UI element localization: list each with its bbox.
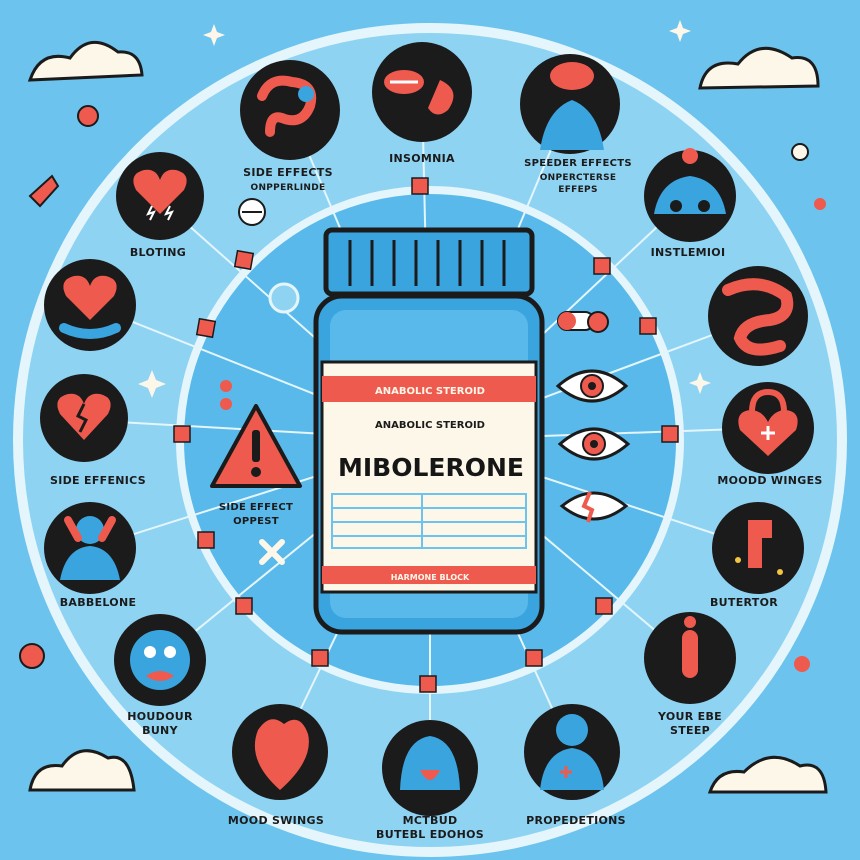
- cloud-bottom-right: [707, 755, 828, 794]
- label-top-right-3: EFFEPS: [558, 185, 597, 195]
- label-left-1: BLOTING: [130, 246, 186, 259]
- label-bottom-right: PROPEDETIONS: [526, 814, 626, 827]
- warning-label-1: SIDE EFFECT: [219, 502, 293, 513]
- eye-icon-2: [557, 427, 631, 461]
- label-right-4-1: YOUR EBE: [657, 710, 722, 723]
- jar-bottom-text: HARMONE BLOCK: [391, 573, 470, 582]
- sad-figure-icon: [524, 704, 620, 800]
- label-left-3: BABBELONE: [60, 596, 137, 609]
- stressed-figure-icon: [44, 502, 136, 594]
- rocket-icon: [28, 174, 60, 208]
- intestine-icon: [708, 266, 808, 366]
- label-right-2: MOODD WINGES: [717, 474, 822, 487]
- label-bottom-center-2: BUTEBL EDOHOS: [376, 828, 484, 841]
- label-left-2: SIDE EFFENICS: [50, 474, 146, 487]
- cloud-bottom-left: [28, 749, 136, 792]
- ring-markers: [173, 177, 679, 693]
- heart-hands-icon: [44, 259, 136, 351]
- label-top-right-1: SPEEDER EFFECTS: [524, 158, 632, 169]
- shape-icon: [712, 502, 804, 594]
- heart-lock-icon: [722, 382, 814, 474]
- medicine-jar: [313, 227, 545, 635]
- decorative-dots: [19, 105, 826, 672]
- heart-icon: [116, 152, 204, 240]
- label-top-left-2: ONPPERLINDE: [251, 183, 326, 193]
- jar-band-text: ANABOLIC STEROID: [375, 386, 485, 397]
- muscle-figure-icon: [644, 148, 736, 242]
- capsule-icon: [557, 311, 609, 333]
- worried-face-icon: [114, 614, 206, 706]
- label-top-center: INSOMNIA: [389, 152, 455, 165]
- label-right-1: INSTLEMIOI: [651, 246, 726, 259]
- label-bottom-left: MOOD SWINGS: [228, 814, 324, 827]
- label-left-4-2: BUNY: [142, 724, 178, 737]
- label-top-left-1: SIDE EFFECTS: [243, 166, 333, 179]
- label-top-right-2: ONPERCTERSE: [540, 173, 617, 183]
- anatomical-heart-icon: [232, 704, 328, 800]
- label-right-4-2: STEEP: [670, 724, 710, 737]
- pill-icon: [372, 42, 472, 142]
- eye-icon-3: [559, 491, 629, 523]
- broken-heart-icon: [40, 374, 128, 462]
- cloud-top-right: [698, 46, 820, 90]
- warning-triangle-icon: [210, 404, 302, 488]
- brain-figure-icon: [520, 54, 620, 154]
- label-left-4-1: HOUDOUR: [127, 710, 193, 723]
- sparkle-icons: [138, 20, 711, 398]
- sad-head-icon: [382, 720, 478, 816]
- label-right-3: BUTERTOR: [710, 596, 778, 609]
- cross-icon: [259, 539, 285, 565]
- stomach-icon: [240, 60, 340, 160]
- label-bottom-center-1: MCTBUD: [403, 814, 458, 827]
- round-pill-icon: [238, 198, 300, 314]
- cloud-top-left: [27, 41, 144, 82]
- jar-brand-name: MIBOLERONE: [338, 453, 524, 482]
- warning-label-2: OPPEST: [233, 516, 279, 527]
- exclamation-icon: [644, 612, 736, 704]
- jar-sub-text: ANABOLIC STEROID: [375, 420, 485, 431]
- eye-icon-1: [555, 369, 629, 403]
